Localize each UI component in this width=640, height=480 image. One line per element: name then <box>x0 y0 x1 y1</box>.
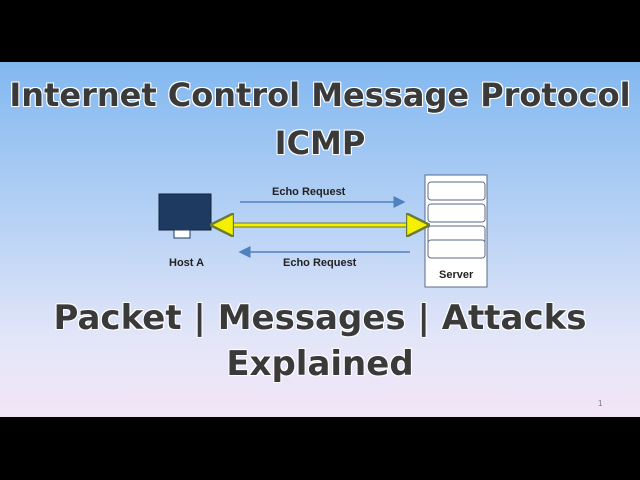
letterbox-bottom <box>0 417 640 480</box>
page-number: 1 <box>598 399 603 408</box>
title-line-2: ICMP <box>274 124 366 162</box>
host-a-label: Host A <box>169 257 205 269</box>
server-rack-icon <box>424 174 488 288</box>
echo-request-label-bottom: Echo Request <box>283 257 357 269</box>
title-line-1: Internet Control Message Protocol <box>9 76 631 114</box>
computer-monitor-icon <box>158 193 212 239</box>
subtitle-line-2: Explained <box>226 344 414 384</box>
echo-request-label-top: Echo Request <box>272 186 346 198</box>
network-diagram <box>158 174 488 288</box>
letterbox-top <box>0 0 640 62</box>
server-label: Server <box>439 269 474 281</box>
subtitle-line-1: Packet | Messages | Attacks <box>53 298 587 338</box>
slide: Internet Control Message Protocol ICMP <box>0 62 640 417</box>
